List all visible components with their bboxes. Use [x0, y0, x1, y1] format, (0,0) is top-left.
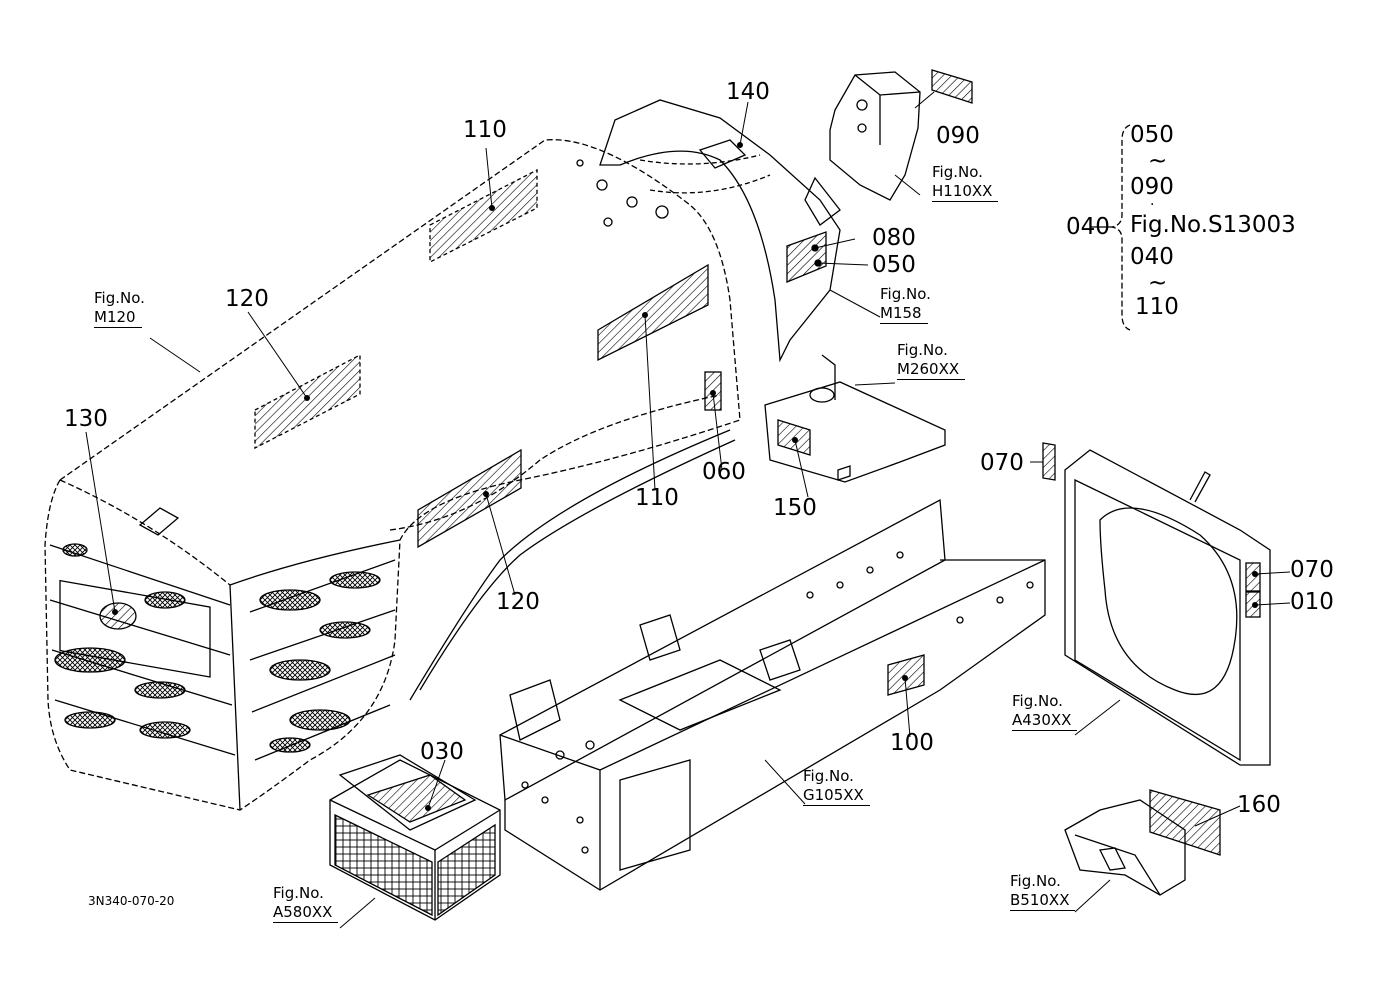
- group-ref-fig-s13003[interactable]: Fig.No.S13003: [1130, 212, 1296, 238]
- fig-ref-label: Fig.No.: [1012, 692, 1063, 710]
- hood: [44, 139, 741, 811]
- fig-ref-g105xx[interactable]: Fig.No. G105XX: [803, 767, 870, 806]
- radiator-a430: [1042, 442, 1271, 766]
- group-ref-tilde-2: ~: [1148, 270, 1168, 296]
- leader-lines: [85, 91, 1291, 929]
- callout-100[interactable]: 100: [890, 730, 934, 756]
- fig-ref-a430xx[interactable]: Fig.No. A430XX: [1012, 692, 1078, 731]
- callout-120-side[interactable]: 120: [496, 589, 540, 615]
- callout-120[interactable]: 120: [225, 286, 269, 312]
- fig-ref-m120[interactable]: Fig.No. M120: [94, 289, 145, 328]
- fig-ref-code: H110XX: [932, 182, 999, 202]
- fig-ref-code: A580XX: [273, 903, 339, 923]
- fig-ref-code: B510XX: [1010, 891, 1076, 911]
- fig-ref-label: Fig.No.: [803, 767, 854, 785]
- callout-060[interactable]: 060: [702, 459, 746, 485]
- battery-a580: [329, 754, 501, 921]
- group-ref-tilde-1: ~: [1148, 148, 1168, 174]
- callout-140[interactable]: 140: [726, 79, 770, 105]
- group-ref-050: 050: [1130, 122, 1174, 148]
- group-ref-left-040: 040: [1066, 214, 1110, 240]
- fig-ref-h110xx[interactable]: Fig.No. H110XX: [932, 163, 999, 202]
- fig-ref-code: M260XX: [897, 360, 966, 380]
- hood-part-h110: [829, 69, 973, 201]
- fig-ref-code: A430XX: [1012, 711, 1078, 731]
- callout-010[interactable]: 010: [1290, 589, 1334, 615]
- callout-030[interactable]: 030: [420, 739, 464, 765]
- decals-hood: [254, 168, 722, 549]
- fig-ref-m260xx[interactable]: Fig.No. M260XX: [897, 341, 966, 380]
- fig-ref-code: M158: [880, 304, 928, 324]
- fig-ref-label: Fig.No.: [273, 884, 324, 902]
- callout-070-left[interactable]: 070: [980, 450, 1024, 476]
- fig-ref-label: Fig.No.: [897, 341, 948, 359]
- callout-110-side[interactable]: 110: [635, 485, 679, 511]
- dash-panel: [599, 99, 841, 363]
- group-ref-090: 090: [1130, 174, 1174, 200]
- callout-160[interactable]: 160: [1237, 792, 1281, 818]
- group-ref-040: 040: [1130, 244, 1174, 270]
- fig-ref-a580xx[interactable]: Fig.No. A580XX: [273, 884, 339, 923]
- fig-ref-m158[interactable]: Fig.No. M158: [880, 285, 931, 324]
- fig-ref-label: Fig.No.: [880, 285, 931, 303]
- group-ref-dot: ·: [1150, 197, 1155, 213]
- fig-ref-code: G105XX: [803, 786, 870, 806]
- callout-050[interactable]: 050: [872, 252, 916, 278]
- callout-080[interactable]: 080: [872, 225, 916, 251]
- callout-130[interactable]: 130: [64, 406, 108, 432]
- callout-090[interactable]: 090: [936, 123, 980, 149]
- fig-ref-label: Fig.No.: [932, 163, 983, 181]
- group-ref-110: 110: [1135, 294, 1179, 320]
- diagram-code: 3N340-070-20: [88, 894, 175, 908]
- frame-g105: [499, 498, 1046, 891]
- callout-070-right[interactable]: 070: [1290, 557, 1334, 583]
- fig-ref-label: Fig.No.: [1010, 872, 1061, 890]
- callout-110[interactable]: 110: [463, 117, 507, 143]
- callout-150[interactable]: 150: [773, 495, 817, 521]
- fig-ref-label: Fig.No.: [94, 289, 145, 307]
- fig-ref-code: M120: [94, 308, 142, 328]
- fig-ref-b510xx[interactable]: Fig.No. B510XX: [1010, 872, 1076, 911]
- controller-b510: [1064, 789, 1221, 896]
